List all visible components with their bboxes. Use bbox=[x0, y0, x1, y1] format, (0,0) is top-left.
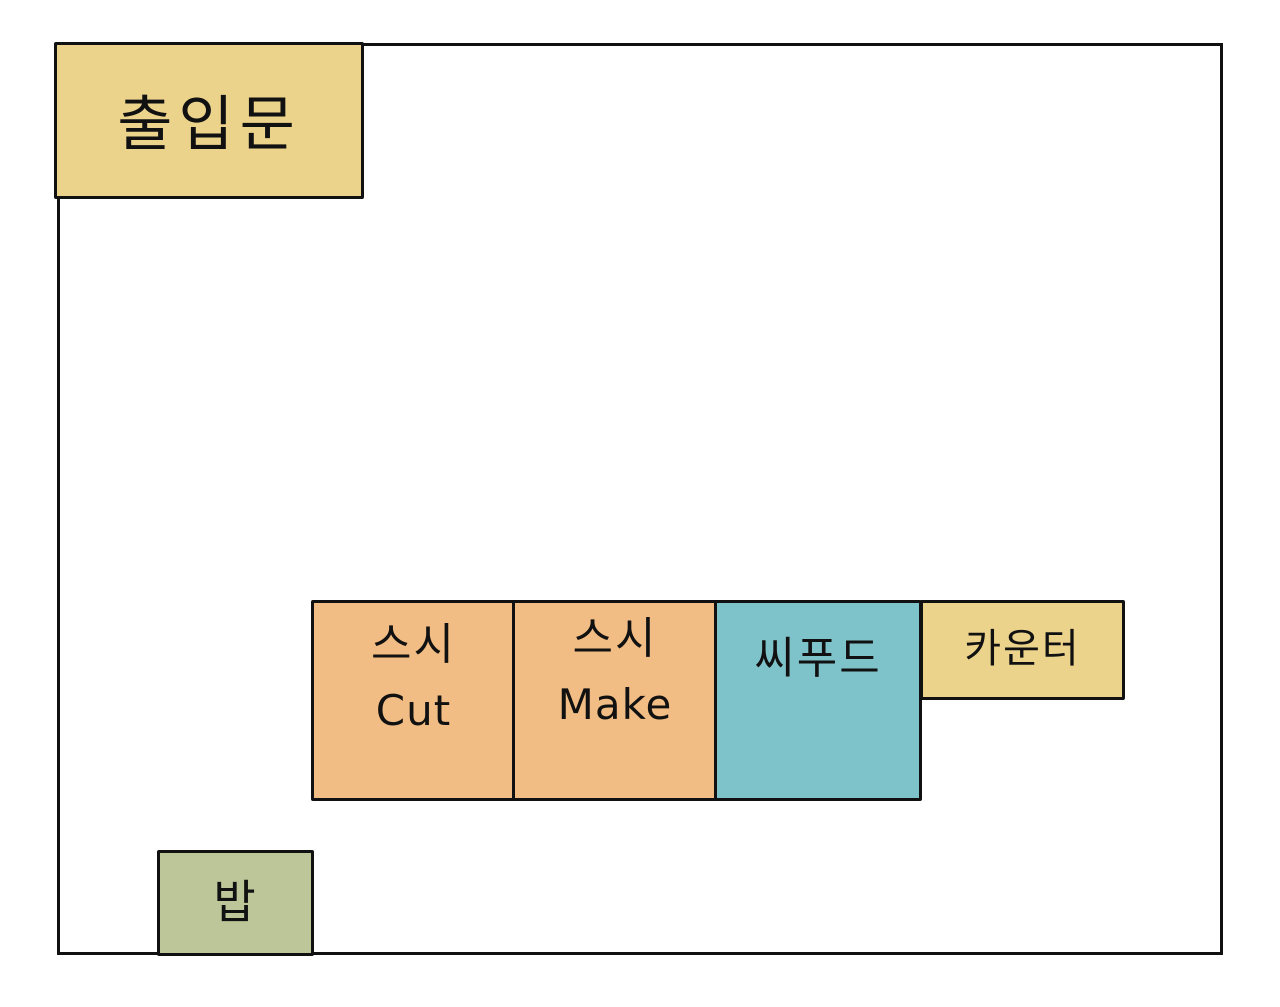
counter-label: 카운터 bbox=[964, 626, 1081, 672]
counter-box: 카운터 bbox=[920, 600, 1125, 700]
sushi-make-station: 스시 Make bbox=[512, 600, 718, 801]
rice-station: 밥 bbox=[157, 850, 314, 956]
seafood-station: 씨푸드 bbox=[714, 600, 922, 801]
entrance-label: 출입문 bbox=[117, 90, 301, 160]
sushi-make-sublabel: Make bbox=[557, 679, 673, 729]
sushi-cut-sublabel: Cut bbox=[375, 685, 452, 735]
seafood-label: 씨푸드 bbox=[754, 633, 882, 684]
sushi-make-label: 스시 bbox=[572, 613, 658, 664]
sushi-cut-station: 스시 Cut bbox=[311, 600, 516, 801]
sushi-cut-label: 스시 bbox=[371, 619, 456, 670]
room-outline bbox=[57, 43, 1223, 955]
entrance-box: 출입문 bbox=[54, 42, 364, 199]
rice-label: 밥 bbox=[213, 875, 258, 929]
